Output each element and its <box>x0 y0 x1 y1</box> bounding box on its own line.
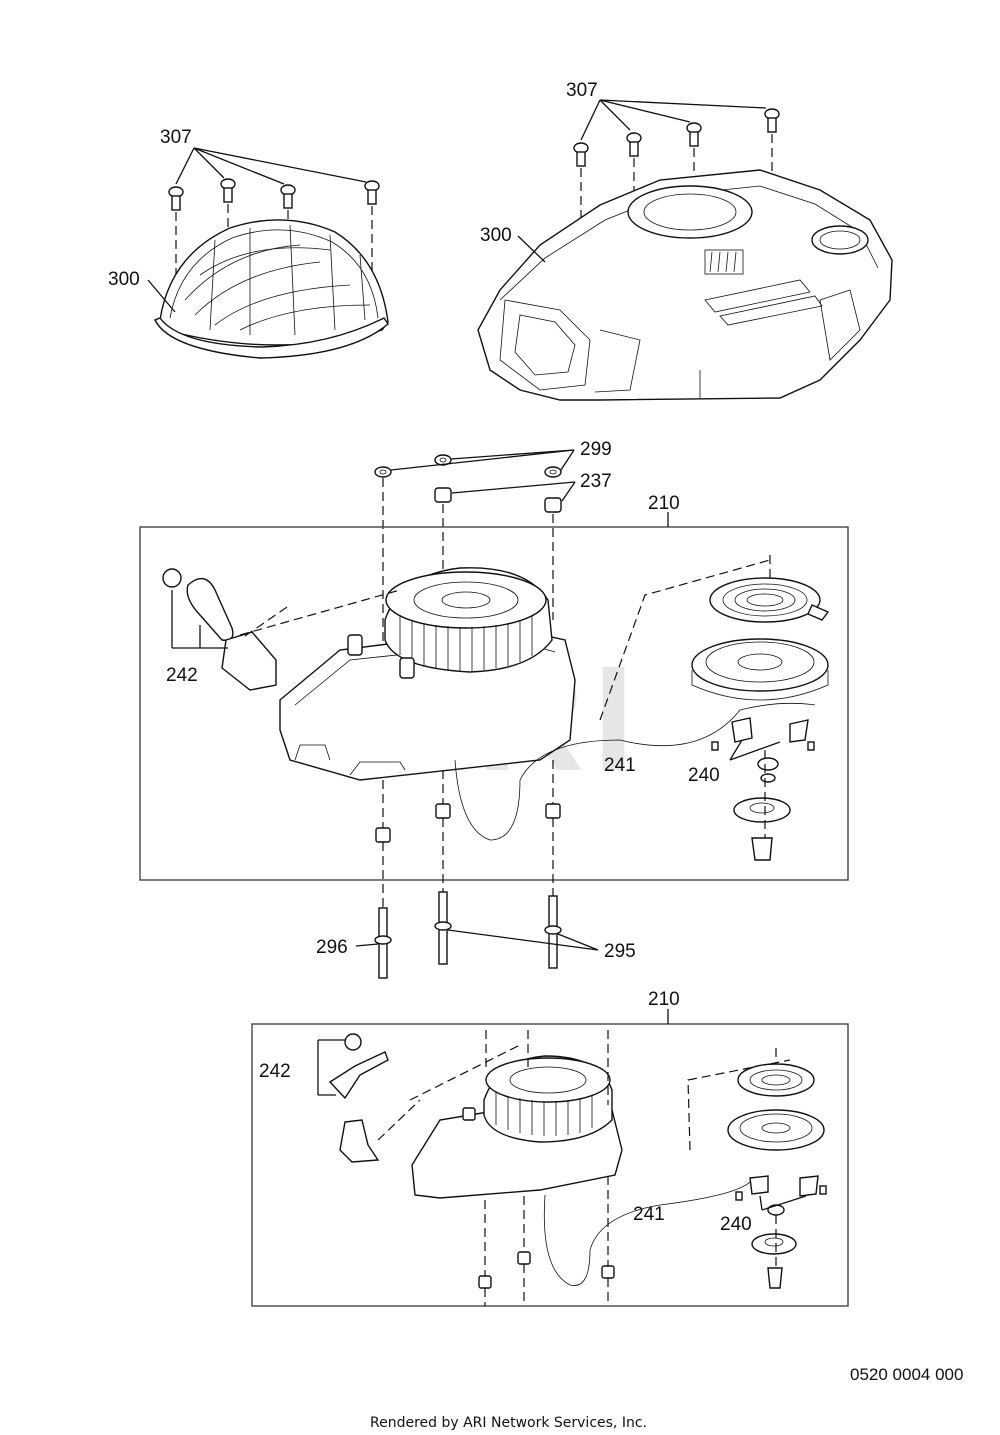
stud-bolt-icon <box>374 907 392 979</box>
nut-icon <box>434 454 452 466</box>
nut-icon <box>544 466 562 478</box>
diagram-number: 0520 0004 000 <box>850 1365 963 1384</box>
starter-housing-icon <box>279 567 576 781</box>
starter-handle-icon <box>162 568 291 691</box>
credit-line: Rendered by ARI Network Services, Inc. <box>370 1415 647 1431</box>
callout-240: 240 <box>720 1214 752 1235</box>
callout-242: 242 <box>166 665 198 686</box>
engine-shroud-assembly <box>477 99 893 401</box>
bushing-icon <box>375 827 391 843</box>
bushing-icon <box>601 1265 615 1279</box>
assembly-box <box>251 1023 849 1307</box>
spacer-icon <box>434 487 452 503</box>
bushing-icon <box>435 803 451 819</box>
callout-300: 300 <box>480 225 512 246</box>
pulley-icon <box>691 638 829 701</box>
nut-icon <box>374 466 392 478</box>
cam-icon <box>733 750 791 861</box>
assembly-box <box>139 526 849 881</box>
callout-240: 240 <box>688 765 720 786</box>
callout-210: 210 <box>648 493 680 514</box>
callout-242: 242 <box>259 1061 291 1082</box>
mesh-cover-assembly <box>147 147 389 359</box>
callout-307: 307 <box>566 80 598 101</box>
cam-icon <box>751 1204 797 1289</box>
recoil-spring-icon <box>709 555 830 623</box>
spacer-icon <box>544 497 562 513</box>
starter-handle-icon <box>328 1033 421 1163</box>
callout-241: 241 <box>633 1204 665 1225</box>
bushing-icon <box>478 1275 492 1289</box>
starter-housing-icon <box>411 1055 623 1199</box>
screw-icon <box>686 122 702 172</box>
callout-300: 300 <box>108 269 140 290</box>
recoil-spring-icon <box>737 1048 815 1097</box>
callout-241: 241 <box>604 755 636 776</box>
callout-299: 299 <box>580 439 612 460</box>
callout-296: 296 <box>316 937 348 958</box>
callout-237: 237 <box>580 471 612 492</box>
callout-295: 295 <box>604 941 636 962</box>
callout-210: 210 <box>648 989 680 1010</box>
pawl-icon <box>711 717 815 751</box>
screw-icon <box>280 184 296 240</box>
bushing-icon <box>545 803 561 819</box>
pawl-icon <box>735 1175 827 1201</box>
stud-bolt-icon <box>434 891 452 965</box>
bushing-icon <box>517 1251 531 1265</box>
stud-bolt-icon <box>544 895 562 969</box>
screw-icon <box>573 142 589 235</box>
pulley-icon <box>727 1109 825 1151</box>
callout-307: 307 <box>160 127 192 148</box>
